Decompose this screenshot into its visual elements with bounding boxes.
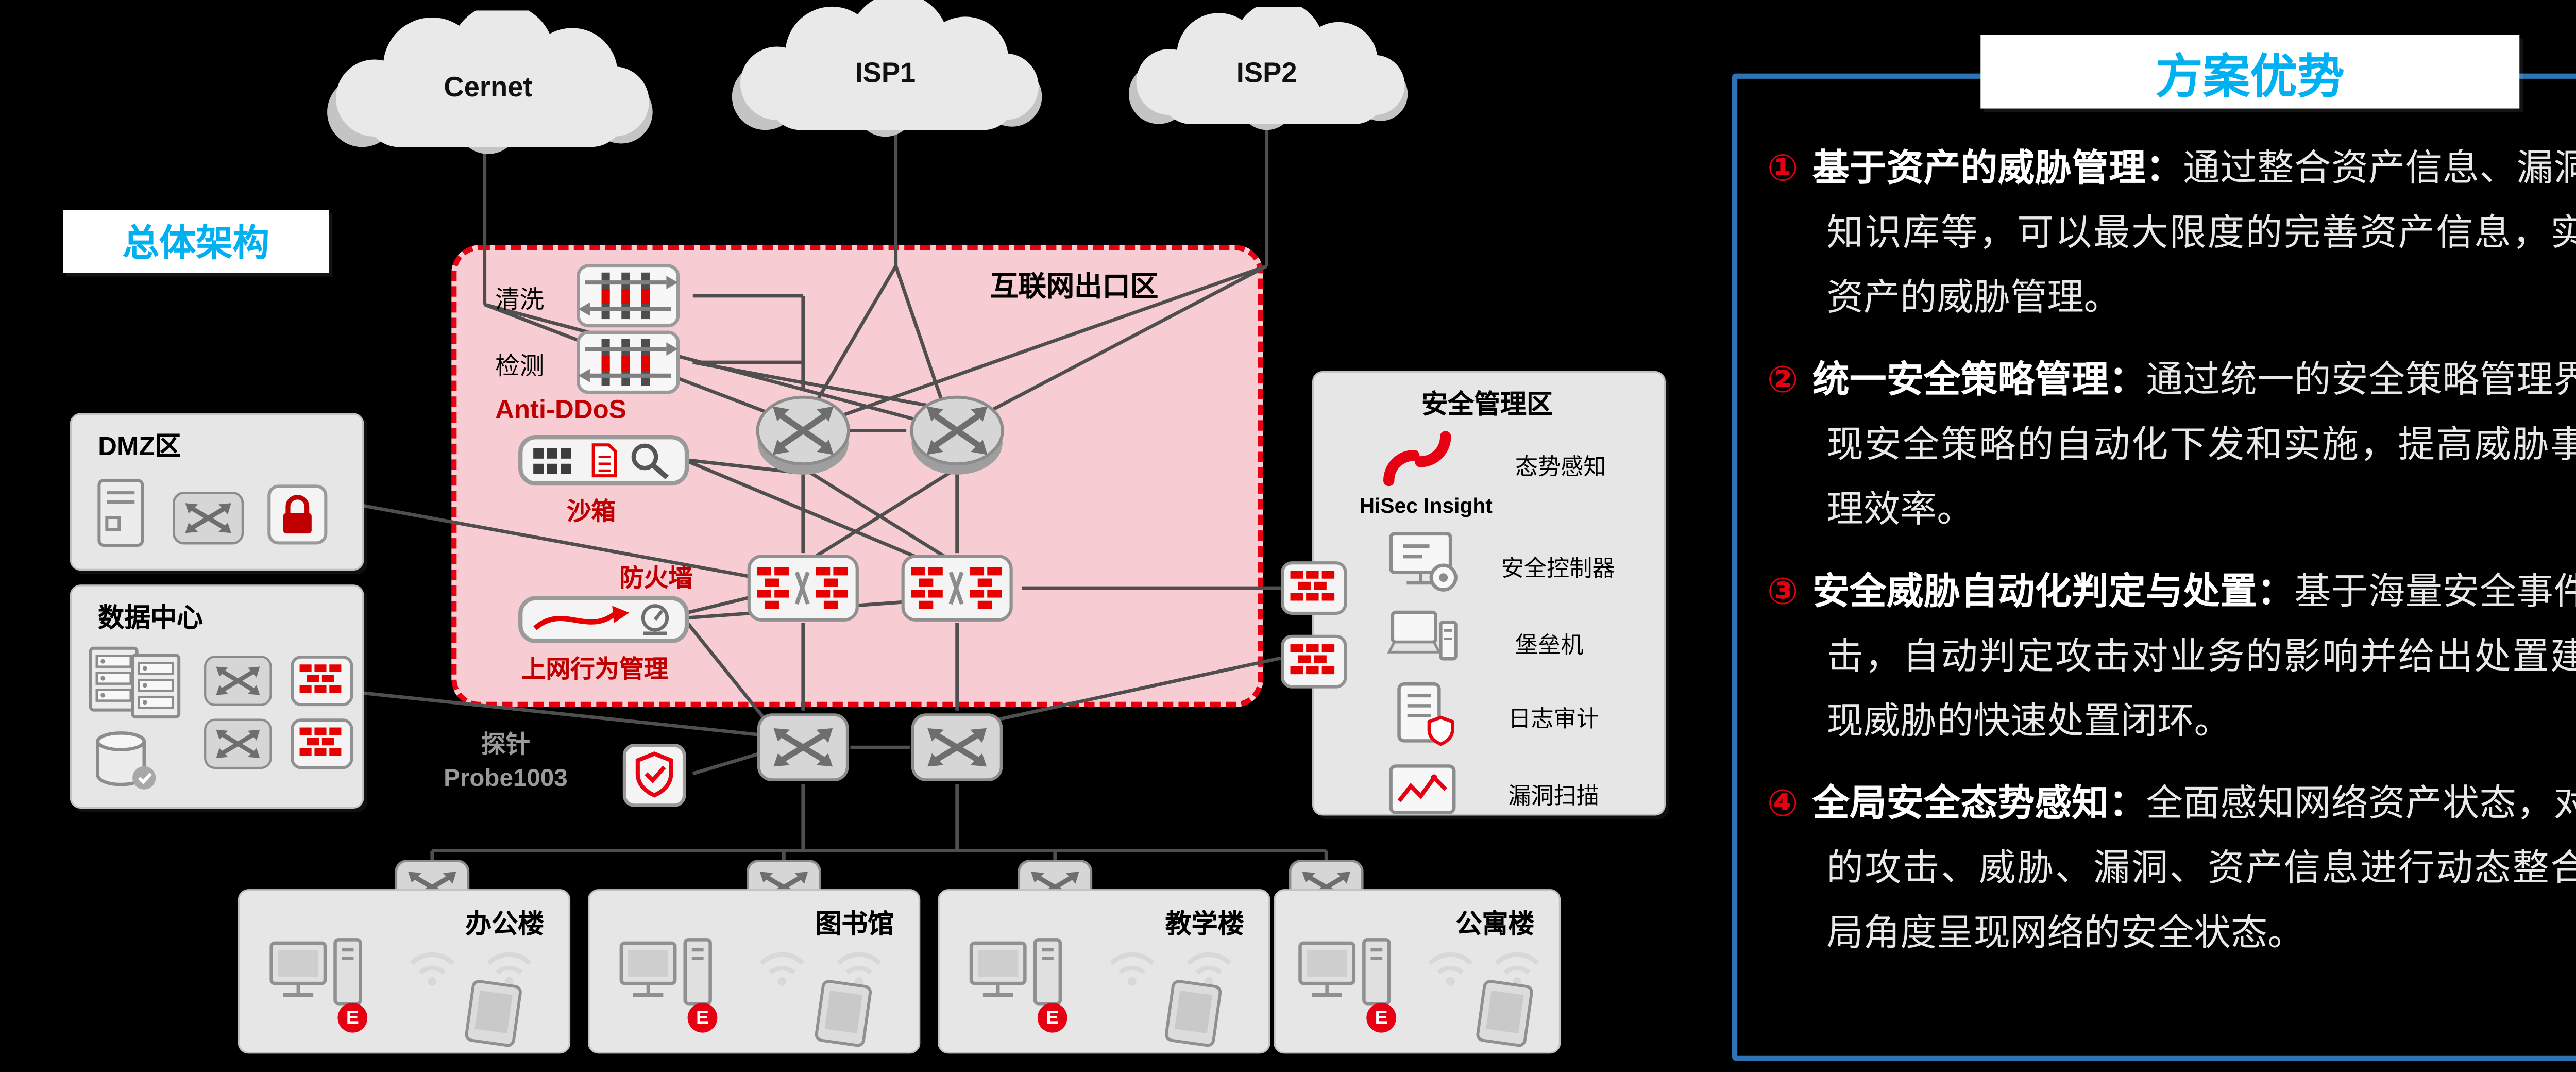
building-library: 图书馆 E — [588, 889, 921, 1054]
switch-icon — [172, 490, 245, 546]
internet-zone-title: 互联网出口区 — [990, 273, 1159, 303]
advantage-body: 通过统一的安全策略管理界面，实现安全策略的自动化下发和实施，提高威胁事件的处理效… — [1826, 360, 2576, 530]
cloud-isp1: ISP1 — [675, 0, 1095, 140]
probe-shield-icon — [619, 742, 689, 809]
building-apartment: 公寓楼 E — [1274, 889, 1561, 1054]
building-label: 公寓楼 — [1455, 910, 1535, 940]
wifi-icon — [1100, 936, 1163, 987]
antiddos-detect-icon — [574, 329, 683, 395]
antiddos-label: Anti-DDoS — [495, 395, 626, 426]
endpoint-badge: E — [687, 1002, 718, 1033]
tablet-icon — [1163, 978, 1223, 1048]
tablet-icon — [1475, 978, 1534, 1048]
endpoint-badge: E — [1366, 1002, 1397, 1033]
switch-icon — [203, 717, 273, 770]
router-icon — [906, 385, 1008, 476]
building-label: 教学楼 — [1165, 910, 1244, 940]
security-controller-icon — [1382, 529, 1463, 599]
building-label: 图书馆 — [815, 910, 894, 940]
advantage-number: ② — [1767, 360, 1799, 401]
endpoint-badge-text: E — [1046, 1007, 1059, 1029]
log-audit-icon — [1386, 679, 1460, 749]
cloud-cernet: Cernet — [294, 10, 683, 157]
security-zone-title: 安全管理区 — [1421, 390, 1553, 421]
endpoint-badge: E — [1037, 1002, 1067, 1033]
datacenter-zone-title: 数据中心 — [98, 604, 203, 634]
advantage-item: ③ 安全威胁自动化判定与处置：基于海量安全事件识别攻击，自动判定攻击对业务的影响并… — [1767, 560, 2576, 755]
advantages-title: 方案优势 — [1980, 35, 2520, 109]
cloud-isp2: ISP2 — [1078, 7, 1456, 133]
bastion-host-label: 堡垒机 — [1515, 631, 1584, 658]
dmz-zone-title: DMZ区 — [98, 432, 181, 462]
firewall-icon — [287, 714, 357, 774]
advantage-body: 通过整合资产信息、漏洞信息和知识库等，可以最大限度的完善资产信息，实现基于资产的… — [1826, 148, 2576, 319]
clean-label: 清洗 — [495, 285, 545, 313]
advantage-body: 全面感知网络资产状态，对网络中的攻击、威胁、漏洞、资产信息进行动态整合，从全局角… — [1826, 784, 2576, 954]
advantage-item: ④ 全局安全态势感知：全面感知网络资产状态，对网络中的攻击、威胁、漏洞、资产信息进… — [1767, 772, 2576, 966]
core-switch-icon — [910, 711, 1004, 784]
advantage-body: 基于海量安全事件识别攻击，自动判定攻击对业务的影响并给出处置建议，实现威胁的快速… — [1826, 572, 2576, 742]
endpoint-badge: E — [337, 1002, 368, 1033]
cloud-label: ISP2 — [1236, 59, 1297, 90]
vulnerability-scan-icon — [1382, 756, 1463, 823]
endpoint-badge-text: E — [696, 1007, 709, 1029]
behavior-management-label: 上网行为管理 — [521, 655, 669, 683]
cloud-label: ISP1 — [855, 59, 916, 90]
probe-label-line1: 探针 — [481, 730, 530, 758]
building-label: 办公楼 — [465, 910, 545, 940]
detect-label: 检测 — [495, 351, 545, 380]
firewall-icon — [745, 553, 861, 623]
firewall-icon — [287, 651, 357, 710]
advantages-list: ① 基于资产的威胁管理：通过整合资产信息、漏洞信息和知识库等，可以最大限度的完善资… — [1767, 137, 2576, 984]
behavior-management-icon — [518, 595, 689, 644]
tablet-icon — [814, 978, 873, 1048]
cloud-label: Cernet — [444, 73, 533, 104]
overall-architecture-title: 总体架构 — [63, 210, 329, 273]
wifi-icon — [401, 936, 464, 987]
endpoint-badge-text: E — [1375, 1007, 1388, 1029]
hisec-insight-logo-text: HiSec Insight — [1359, 493, 1493, 518]
security-controller-label: 安全控制器 — [1501, 555, 1615, 581]
router-icon — [752, 385, 854, 476]
building-office: 办公楼 E — [238, 889, 571, 1054]
firewall-icon — [1277, 557, 1351, 619]
advantage-heading: 全局安全态势感知： — [1812, 784, 2146, 825]
antiddos-clean-icon — [574, 262, 683, 329]
advantage-number: ④ — [1767, 784, 1799, 825]
server-icon — [94, 476, 147, 550]
advantage-heading: 基于资产的威胁管理： — [1812, 148, 2183, 189]
vulnerability-scan-label: 漏洞扫描 — [1508, 782, 1599, 809]
switch-icon — [203, 655, 273, 707]
firewall-icon — [1277, 630, 1351, 693]
probe-label-line2: Probe1003 — [444, 763, 568, 791]
security-zone-box — [1312, 371, 1666, 816]
advantage-item: ① 基于资产的威胁管理：通过整合资产信息、漏洞信息和知识库等，可以最大限度的完善资… — [1767, 137, 2576, 331]
hisec-insight-logo-icon — [1361, 427, 1473, 490]
advantage-number: ① — [1767, 148, 1799, 189]
situation-awareness-label: 态势感知 — [1515, 453, 1606, 480]
wifi-icon — [751, 936, 814, 987]
sandbox-label: 沙箱 — [567, 497, 616, 525]
advantage-number: ③ — [1767, 572, 1799, 613]
firewall-icon — [900, 553, 1015, 623]
sandbox-icon — [518, 434, 689, 487]
advantages-panel — [1732, 73, 2576, 1061]
advantage-heading: 统一安全策略管理： — [1812, 360, 2146, 401]
advantage-item: ② 统一安全策略管理：通过统一的安全策略管理界面，实现安全策略的自动化下发和实施，… — [1767, 348, 2576, 543]
firewall-label: 防火墙 — [619, 563, 693, 592]
wifi-icon — [1419, 936, 1482, 987]
bastion-host-icon — [1382, 606, 1463, 672]
database-icon — [91, 728, 158, 791]
probe-label: 探针 Probe1003 — [427, 728, 585, 795]
advantage-heading: 安全威胁自动化判定与处置： — [1812, 572, 2295, 613]
building-teaching: 教学楼 E — [938, 889, 1270, 1054]
lock-firewall-icon — [266, 483, 329, 546]
core-switch-icon — [756, 711, 850, 784]
server-rack-icon — [129, 651, 182, 721]
log-audit-label: 日志审计 — [1508, 705, 1599, 732]
endpoint-badge-text: E — [346, 1007, 359, 1029]
tablet-icon — [464, 978, 523, 1048]
